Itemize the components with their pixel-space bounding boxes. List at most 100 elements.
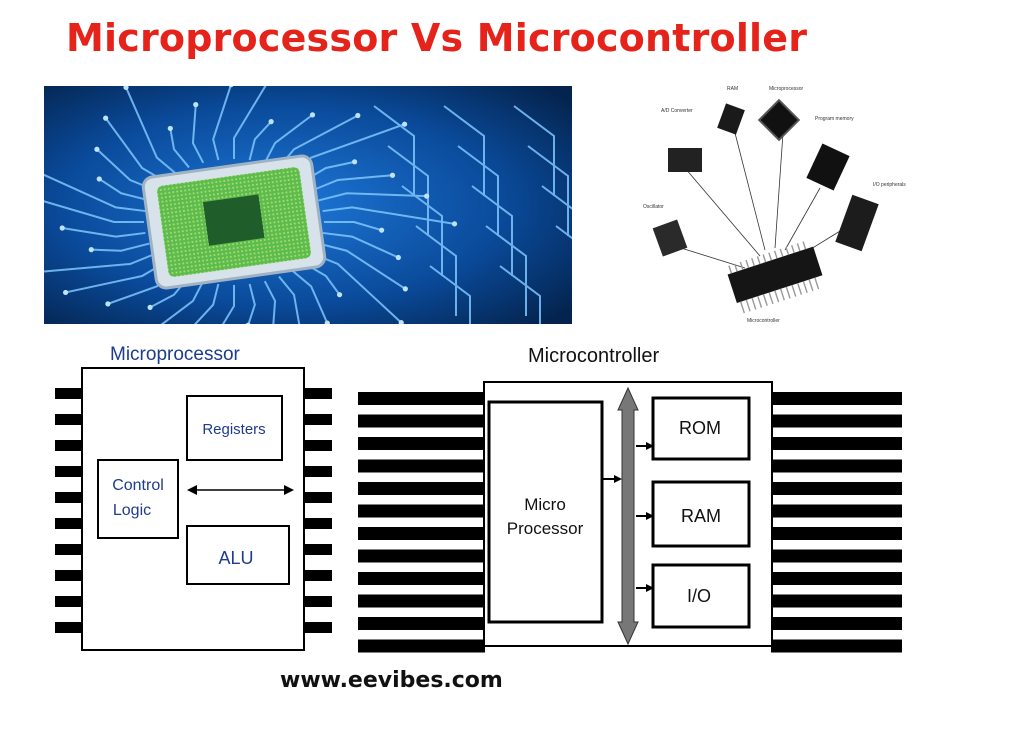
circuit-trace [169,128,190,169]
circuit-trace [291,269,329,324]
circuit-via [245,322,251,324]
chip-pin [768,292,774,305]
pin-left [55,518,84,529]
alu-block [186,525,290,585]
page-title: Microprocessor Vs Microcontroller [66,16,808,60]
micro-processor-label-line2: Processor [507,519,584,538]
pin-right [302,492,332,503]
pin-right [302,440,332,451]
pin-left [358,392,485,405]
registers-label: Registers [202,421,265,438]
circuit-via [395,254,401,261]
circuit-trace [485,225,527,316]
circuit-via [324,320,330,324]
adc-chip-icon [668,148,702,172]
circuit-via [59,225,65,231]
circuit-trace [443,105,485,196]
ram-block [651,480,751,548]
circuit-via [193,102,199,108]
circuit-via [88,247,94,253]
program-memory-label: Program memory [815,116,854,122]
oscillator-chip-icon [652,219,688,257]
chip-pin [808,279,814,292]
circuit-trace [499,265,541,324]
microprocessor-photo-label: Microprocessor [769,86,804,92]
pin-right [302,622,332,633]
pin-left [358,639,485,653]
chip-pin [797,283,803,295]
rom-label: ROM [679,418,721,438]
pin-left [358,504,485,518]
circuit-via [309,112,316,118]
circuit-trace [429,265,471,324]
pin-left [55,492,84,503]
circuit-via [228,86,234,88]
micro-processor-label-line1: Micro [524,495,566,514]
chip-pin [774,290,780,303]
pin-right [771,504,902,518]
pin-left [358,594,485,608]
pin-right [302,466,332,477]
circuit-trace [513,105,555,196]
pin-right [302,518,332,529]
circuit-via [389,172,396,178]
circuit-via [63,289,69,296]
circuit-trace [311,174,393,192]
circuit-via [379,227,385,233]
chip-pin [751,297,757,310]
pin-left [358,459,485,473]
circuit-trace [324,221,382,232]
chip-pin [785,286,791,299]
chip-pin [814,277,820,290]
chip-pin [768,252,773,261]
chip-pin [802,241,807,250]
pin-right [771,482,902,495]
program-memory-chip-icon [806,143,850,191]
circuit-via [147,304,153,311]
circuit-trace [278,275,301,324]
pin-left [358,414,485,428]
chip-pin [751,258,755,267]
chip-pin [756,256,761,265]
circuit-trace [373,105,415,196]
rom-block [651,396,751,461]
pin-right [771,392,902,405]
circuit-trace [318,242,406,290]
circuit-via [336,292,343,298]
circuit-via [402,121,408,127]
chip-pin [733,263,738,272]
adc-label: A/D Converter [661,108,693,114]
micro-processor-block [487,400,604,624]
circuit-trace [44,252,157,273]
chip-pin [773,250,778,259]
circuit-via [355,112,361,119]
chip-pin [739,261,744,270]
pin-left [55,544,84,555]
bidirectional-arrow [187,485,294,495]
circuit-trace [160,280,205,324]
pin-right [771,572,902,585]
microcontroller-diagram-title: Microcontroller [528,345,659,367]
alu-label: ALU [218,548,253,568]
circuit-trace [401,185,443,276]
circuit-trace [387,145,429,236]
internal-bus [602,386,654,646]
io-peripherals-chip-icon [835,194,879,252]
circuit-trace [125,86,177,175]
circuit-trace [212,86,232,161]
microcontroller-photo-label: Microcontroller [747,318,780,324]
chip-pin [728,265,733,274]
pin-left [358,572,485,585]
pin-left [55,466,84,477]
chip-pin [796,243,801,252]
circuit-trace [91,242,150,252]
chip-pin [745,259,750,268]
circuit-trace [322,206,455,225]
circuit-trace [193,283,220,324]
chip-pin [762,254,767,263]
pin-right [771,639,902,653]
circuit-trace [527,145,569,236]
circuit-trace [471,185,513,276]
pin-right [302,388,332,399]
pin-right [771,549,902,563]
